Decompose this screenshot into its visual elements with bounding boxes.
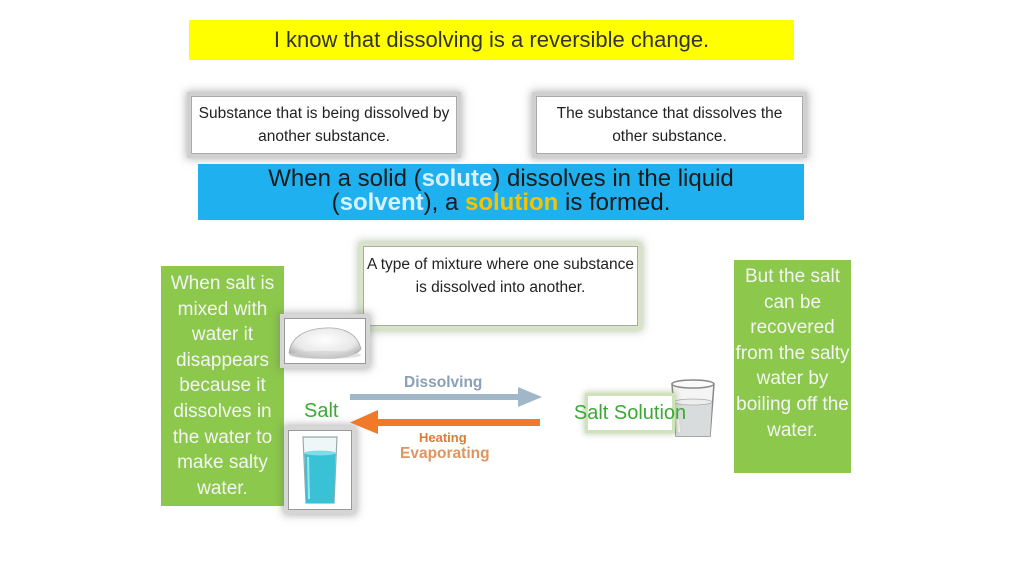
banner-text: ( xyxy=(331,189,340,216)
page-title: I know that dissolving is a reversible c… xyxy=(189,20,794,60)
right-note: But the salt can be recovered from the s… xyxy=(734,260,851,473)
evaporating-label: Evaporating xyxy=(400,445,490,462)
left-note-text: When salt is mixed with water it disappe… xyxy=(170,273,275,499)
solvent-definition-text: The substance that dissolves the other s… xyxy=(556,105,783,145)
banner-line-1: When a solid (solute) dissolves in the l… xyxy=(198,167,804,191)
heating-label: Heating xyxy=(419,430,467,445)
left-note: When salt is mixed with water it disappe… xyxy=(161,266,284,506)
banner-text: is formed. xyxy=(558,189,671,216)
solute-definition: Substance that is being dissolved by ano… xyxy=(191,96,457,154)
banner-line-2: (solvent), a solution is formed. xyxy=(198,191,804,215)
blue-water-glass-icon xyxy=(302,436,338,504)
solvent-term: solvent xyxy=(339,189,424,216)
solution-definition: A type of mixture where one substance is… xyxy=(363,246,638,326)
solute-definition-text: Substance that is being dissolved by ano… xyxy=(198,105,450,145)
dissolving-label: Dissolving xyxy=(404,374,483,391)
dissolving-arrow xyxy=(350,387,542,407)
solution-definition-text: A type of mixture where one substance is… xyxy=(366,256,635,296)
solute-term: solute xyxy=(421,165,493,192)
salt-pile-icon xyxy=(288,327,362,359)
process-arrows xyxy=(350,387,542,434)
banner-text: ) dissolves in the liquid xyxy=(492,165,734,192)
salt-image xyxy=(284,318,366,364)
right-note-text: But the salt can be recovered from the s… xyxy=(735,266,850,441)
banner-text: ), a xyxy=(423,189,465,216)
salt-water-glass-image xyxy=(288,430,352,510)
salt-label: Salt xyxy=(304,400,339,422)
key-statement-banner: When a solid (solute) dissolves in the l… xyxy=(198,164,804,220)
evaporating-arrow xyxy=(350,410,540,434)
solution-term: solution xyxy=(465,189,559,216)
clear-water-glass-icon xyxy=(671,379,715,437)
salt-solution-label: Salt Solution xyxy=(574,396,686,430)
banner-text: When a solid ( xyxy=(268,165,422,192)
solvent-definition: The substance that dissolves the other s… xyxy=(536,96,803,154)
